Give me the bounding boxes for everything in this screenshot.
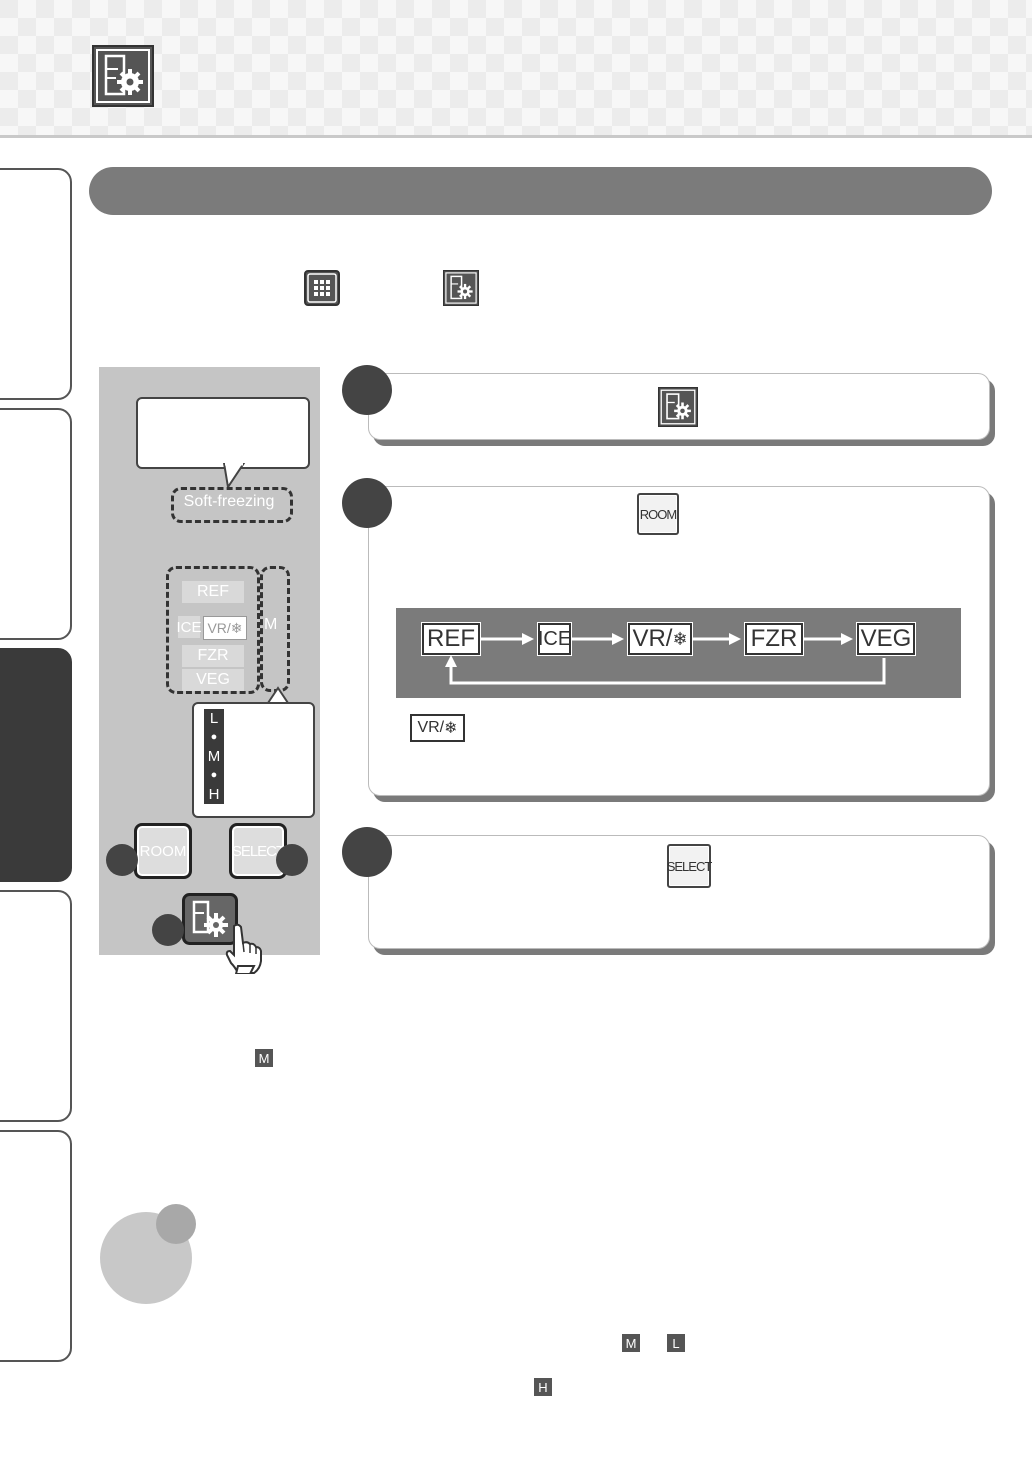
level-high: H bbox=[208, 786, 220, 803]
room-cycle-diagram: REF ICE VR/❄ FZR VEG bbox=[396, 608, 961, 698]
cycle-fzr: FZR bbox=[745, 623, 803, 655]
cycle-vr-label: VR/ bbox=[632, 625, 673, 652]
step-3-number bbox=[342, 827, 392, 877]
room-ref: REF bbox=[182, 581, 244, 603]
section-title-bar bbox=[89, 167, 992, 215]
room-fzr: FZR bbox=[182, 645, 244, 667]
cycle-arrows bbox=[445, 633, 886, 685]
level-mid: M bbox=[207, 748, 221, 765]
vr-room-icon: VR/❄ bbox=[410, 714, 465, 742]
header-divider bbox=[0, 135, 1032, 138]
callout-tail bbox=[222, 463, 246, 489]
cycle-ref: REF bbox=[422, 623, 480, 655]
select-button-icon: SELECT bbox=[667, 844, 712, 888]
step-marker-2 bbox=[106, 844, 138, 876]
level-scale: L ● M ● H bbox=[204, 709, 224, 804]
snowflake-icon: ❄ bbox=[444, 720, 458, 737]
room-ice-vr-row: ICE VR/❄ bbox=[177, 616, 248, 640]
step-marker-1 bbox=[152, 914, 184, 946]
step-1-number bbox=[342, 365, 392, 415]
level-low: L bbox=[209, 710, 219, 727]
mode-m-symbol: M bbox=[255, 1049, 273, 1067]
vr-room-icon-label: VR/ bbox=[417, 719, 445, 736]
mode-indicator-highlight bbox=[260, 566, 290, 692]
callout-bubble bbox=[136, 397, 310, 469]
note-decoration-circle-small bbox=[156, 1204, 196, 1244]
menu-grid-icon bbox=[304, 270, 340, 306]
mode-h-symbol: H bbox=[534, 1378, 552, 1396]
cycle-veg: VEG bbox=[857, 623, 915, 655]
pointing-hand-icon bbox=[225, 923, 262, 974]
cycle-vr: VR/❄ bbox=[628, 623, 692, 655]
soft-freezing-label: Soft-freezing bbox=[183, 493, 275, 510]
level-dot-2: ● bbox=[210, 769, 218, 781]
settings-button[interactable] bbox=[182, 893, 238, 945]
side-tab-5[interactable] bbox=[0, 1130, 72, 1362]
step-2-number bbox=[342, 478, 392, 528]
side-tab-4[interactable] bbox=[0, 890, 72, 1122]
settings-panel-icon bbox=[92, 45, 154, 107]
side-tab-1[interactable] bbox=[0, 168, 72, 400]
step-marker-3 bbox=[276, 844, 308, 876]
level-dot-1: ● bbox=[210, 731, 218, 743]
room-vr-label: VR/ bbox=[207, 620, 231, 636]
room-button[interactable]: ROOM bbox=[134, 823, 192, 879]
mode-l-symbol: L bbox=[667, 1334, 685, 1352]
room-veg: VEG bbox=[182, 669, 244, 691]
snowflake-icon: ❄ bbox=[230, 619, 243, 636]
mode-m-symbol: M bbox=[622, 1334, 640, 1352]
header-band bbox=[0, 0, 1032, 135]
mode-indicator: M bbox=[264, 616, 278, 633]
soft-freezing-highlight bbox=[171, 487, 293, 523]
side-tab-2[interactable] bbox=[0, 408, 72, 640]
room-button-icon: ROOM bbox=[637, 493, 679, 535]
settings-panel-icon bbox=[443, 270, 479, 306]
room-ice: ICE bbox=[177, 616, 202, 638]
room-vr: VR/❄ bbox=[203, 616, 247, 640]
settings-panel-icon bbox=[658, 387, 698, 427]
snowflake-icon: ❄ bbox=[672, 628, 688, 649]
level-callout: L ● M ● H bbox=[192, 702, 315, 818]
side-tab-3-active[interactable] bbox=[0, 648, 72, 882]
cycle-ice: ICE bbox=[538, 623, 571, 655]
room-list-highlight: REF ICE VR/❄ FZR VEG bbox=[166, 566, 260, 694]
